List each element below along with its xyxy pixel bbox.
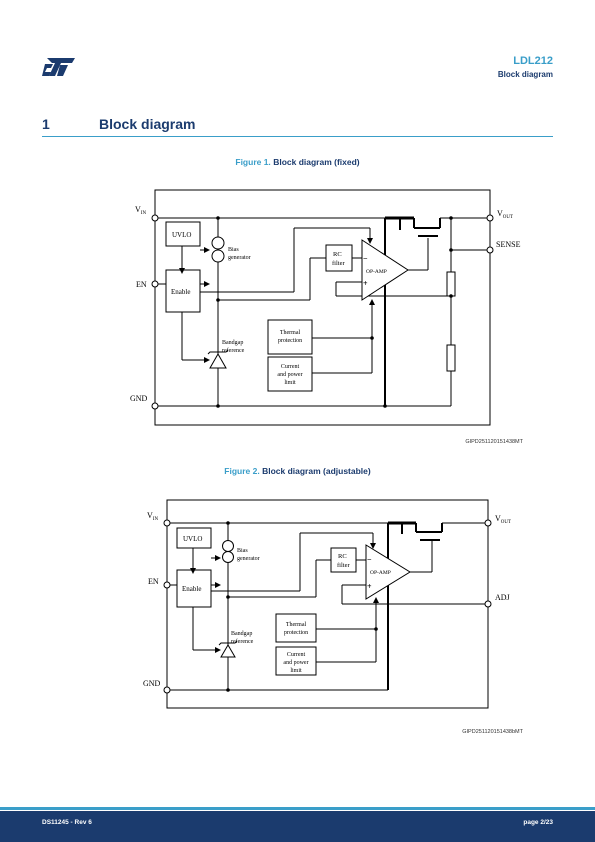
fig1-rc-filter-block [325,244,353,272]
footer-bar [0,811,595,842]
fig1-minus-text: − [363,254,368,263]
fig1-rc-text-1: RC [333,251,342,258]
fig2-vin-pin-icon [163,519,171,527]
header-doc-title: LDL212 [513,55,553,67]
fig1-en-label: EN [136,280,147,289]
fig1-rc-text-2: filter [332,260,345,267]
fig1-bias-text-1: Bias [228,247,239,253]
fig1-vin-pin-icon [151,214,159,222]
figure1-code: GIPD251120151438MT [465,439,523,445]
figure2-block-diagram: VIN VOUT EN GND ADJ UVLO Enable Bias gen… [143,499,511,709]
figure1-block-diagram: VIN VOUT EN GND SENSE UVLO Enable Bias g… [130,189,521,426]
fig1-current-text-2: and power [277,372,302,378]
header-section-name: Block diagram [497,70,553,79]
fig2-thermal-text-1: Thermal [286,622,307,628]
fig1-vout-label: VOUT [497,209,513,220]
footer-page-number: page 2/23 [523,819,553,826]
fig2-adj-pin-icon [484,600,492,608]
fig1-bias-text-2: generator [228,255,251,261]
fig2-bandgap-text-1: Bandgap [231,631,252,637]
figure2-label: Figure 2. [224,466,260,476]
fig1-resistor-bottom-icon [446,344,456,372]
fig2-rc-text-2: filter [337,562,350,569]
fig2-current-text-2: and power [283,660,308,666]
fig2-thermal-block [275,613,317,643]
fig2-bias-generator-icon [222,540,234,563]
fig2-plus-text: + [367,582,372,591]
fig1-vin-label: VIN [135,205,146,216]
fig2-vout-pin-icon [484,519,492,527]
footer-accent-line [0,807,595,810]
fig1-uvlo-block [165,221,201,247]
fig2-current-limit-block [275,646,317,676]
fig1-bandgap-text-2: reference [222,347,245,354]
fig1-current-text-3: limit [284,380,296,386]
figure1-label: Figure 1. [235,157,271,167]
figure2-caption: Figure 2. Block diagram (adjustable) [0,466,595,476]
fig2-uvlo-text: UVLO [183,535,202,543]
figure2-caption-text: Block diagram (adjustable) [262,466,371,476]
fig1-thermal-text-2: protection [278,338,302,344]
fig2-en-pin-icon [163,581,171,589]
fig1-current-limit-block [267,356,313,392]
figure1-caption-text: Block diagram (fixed) [273,157,360,167]
fig1-en-pin-icon [151,280,159,288]
fig2-thermal-text-2: protection [284,630,308,636]
fig2-vout-label: VOUT [495,514,511,525]
fig1-sense-pin-icon [486,246,494,254]
fig2-opamp-icon [365,544,411,600]
fig2-opamp-text: OP-AMP [370,570,391,576]
figure1-caption: Figure 1. Block diagram (fixed) [0,157,595,167]
fig2-rc-text-1: RC [338,553,347,560]
fig2-bias-text-1: Bias [237,548,248,554]
fig1-opamp-text: OP-AMP [366,269,387,275]
fig2-pass-transistor-icon [401,523,443,541]
fig2-bias-text-2: generator [237,556,260,562]
fig1-sense-label: SENSE [496,240,521,249]
fig1-uvlo-text: UVLO [172,231,191,239]
fig2-vin-label: VIN [147,511,158,522]
fig2-current-text-3: limit [290,668,302,674]
fig2-uvlo-block [176,527,212,549]
fig2-bandgap-zener-icon [218,640,238,658]
fig2-rc-filter-block [330,547,357,573]
fig1-vout-pin-icon [486,214,494,222]
fig2-adj-label: ADJ [495,593,510,602]
fig1-plus-text: + [363,279,368,288]
fig2-gnd-pin-icon [163,686,171,694]
fig1-package-outline [154,189,491,426]
section-number: 1 [42,116,50,132]
fig1-thermal-block [267,319,313,355]
fig2-current-text-1: Current [287,652,306,658]
st-logo-icon [42,58,75,76]
footer-doc-id: DS11245 - Rev 6 [42,819,92,826]
fig1-enable-block [165,269,201,313]
fig1-current-text-1: Current [281,364,300,370]
figure2-code: GIPD251120151438bMT [462,729,523,735]
fig2-en-label: EN [148,577,159,586]
fig1-gnd-label: GND [130,394,148,403]
fig1-enable-text: Enable [171,288,190,296]
fig1-bias-generator-icon [211,236,225,263]
fig1-gnd-pin-icon [151,402,159,410]
fig1-bandgap-zener-icon [207,349,229,369]
fig2-enable-text: Enable [182,585,201,593]
fig1-pass-transistor-icon [399,218,441,237]
section-divider [42,136,553,137]
fig2-gnd-label: GND [143,679,161,688]
fig2-minus-text: − [367,555,372,564]
fig1-thermal-text-1: Thermal [280,330,301,336]
fig1-bandgap-text-1: Bandgap [222,340,243,346]
fig1-opamp-icon [361,239,409,301]
section-title: Block diagram [99,116,196,132]
fig2-bandgap-text-2: reference [231,638,254,645]
